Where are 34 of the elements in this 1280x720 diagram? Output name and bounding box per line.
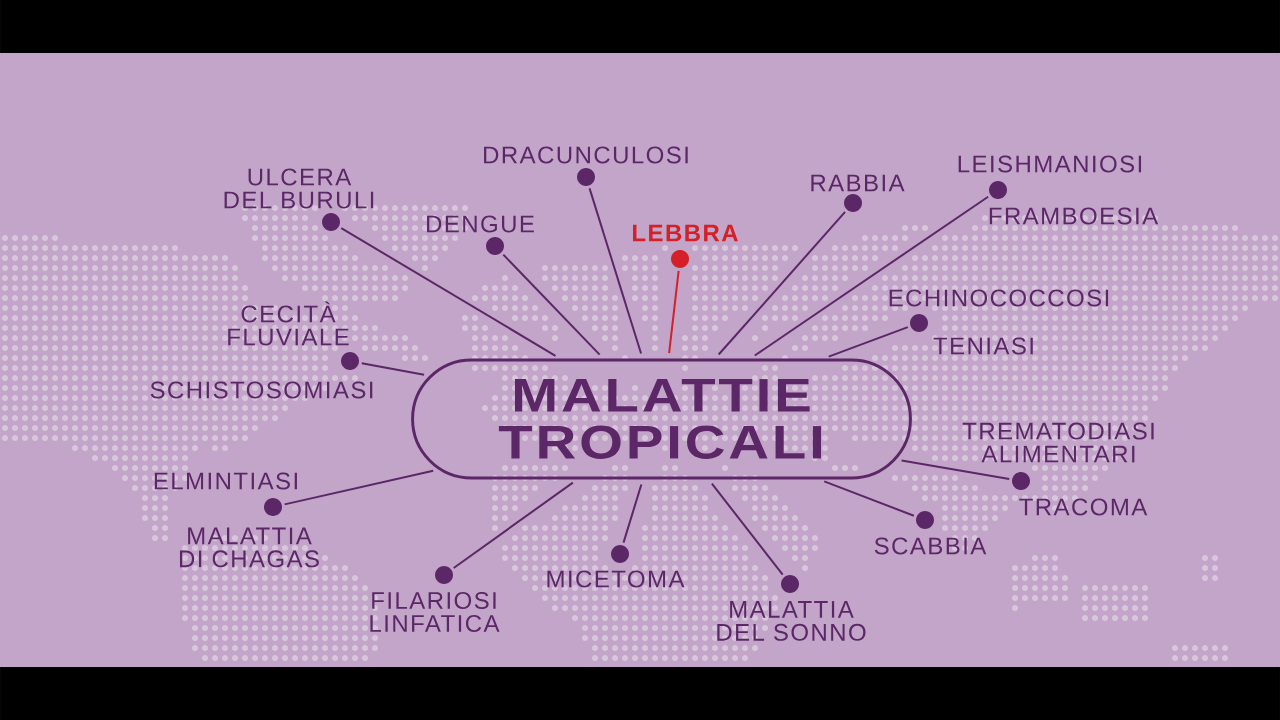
disease-label: ELMINTIASI (154, 472, 297, 490)
connector-line (710, 482, 784, 576)
disease-label: LEBBRA (633, 224, 738, 242)
disease-label: TENIASI (933, 337, 1033, 355)
disease-label: ULCERA DEL BURULI (224, 168, 374, 209)
disease-label: MICETOMA (547, 570, 685, 588)
disease-label: SCHISTOSOMIASI (150, 381, 373, 399)
connector-line (668, 269, 680, 355)
hub-pill: MALATTIE TROPICALI (411, 358, 912, 480)
disease-label: CECITÀ FLUVIALE (228, 301, 349, 346)
connector-line (827, 326, 909, 358)
connector-line (452, 481, 574, 570)
disease-label: DENGUE (427, 215, 534, 233)
disease-label: MALATTIA DI CHAGAS (180, 527, 319, 568)
disease-label: LEISHMANIOSI (958, 155, 1142, 173)
disease-label: MALATTIA DEL SONNO (717, 601, 866, 641)
connector-line (360, 362, 426, 376)
disease-label: RABBIA (811, 174, 905, 192)
connector-line (283, 469, 435, 506)
connector-line (622, 483, 643, 544)
disease-label: ECHINOCOCCOSI (889, 289, 1109, 307)
disease-label: FILARIOSI LINFATICA (370, 592, 500, 632)
connector-line (753, 195, 990, 357)
disease-label: TREMATODIASI ALIMENTARI (962, 422, 1154, 463)
connector-line (588, 187, 643, 355)
connector-line (502, 253, 601, 356)
disease-label: DRACUNCULOSI (484, 146, 688, 164)
disease-label: TRACOMA (1019, 498, 1148, 516)
connector-line (717, 210, 847, 356)
connector-line (900, 459, 1011, 480)
connector-line (823, 480, 915, 517)
disease-label: FRAMBOESIA (989, 207, 1159, 225)
connector-line (340, 227, 557, 357)
disease-label: SCABBIA (874, 537, 987, 555)
